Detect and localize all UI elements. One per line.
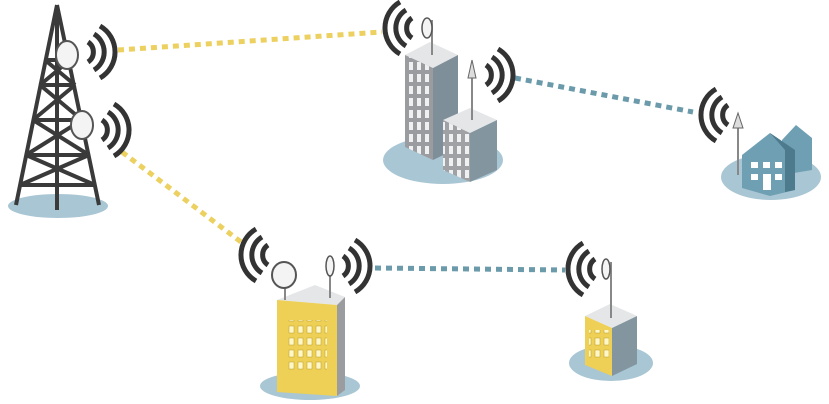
link-yellow-buildings bbox=[374, 265, 566, 273]
signal-waves-icon bbox=[88, 26, 115, 78]
dish-icon bbox=[601, 258, 611, 280]
antenna-icon bbox=[467, 59, 477, 79]
signal-waves-icon bbox=[343, 240, 370, 292]
dish-icon bbox=[55, 40, 79, 70]
dish-icon bbox=[325, 255, 335, 277]
yellow-building bbox=[241, 229, 370, 400]
dish-icon bbox=[70, 110, 94, 140]
link-tower-yellow-building bbox=[120, 150, 247, 247]
office-buildings bbox=[383, 2, 513, 184]
small-yellow-building bbox=[568, 243, 653, 381]
signal-waves-icon bbox=[241, 229, 268, 281]
link-tower-office bbox=[117, 29, 383, 53]
dish-icon bbox=[271, 261, 297, 289]
signal-waves-icon bbox=[486, 49, 513, 101]
link-office-houses bbox=[514, 75, 694, 115]
signal-waves-icon bbox=[568, 243, 595, 295]
signal-waves-icon bbox=[701, 89, 728, 141]
antenna-icon bbox=[732, 111, 744, 129]
signal-waves-icon bbox=[385, 2, 412, 54]
signal-waves-icon bbox=[102, 104, 129, 156]
dish-icon bbox=[421, 17, 433, 39]
transmission-tower bbox=[8, 4, 129, 218]
houses bbox=[701, 89, 821, 200]
